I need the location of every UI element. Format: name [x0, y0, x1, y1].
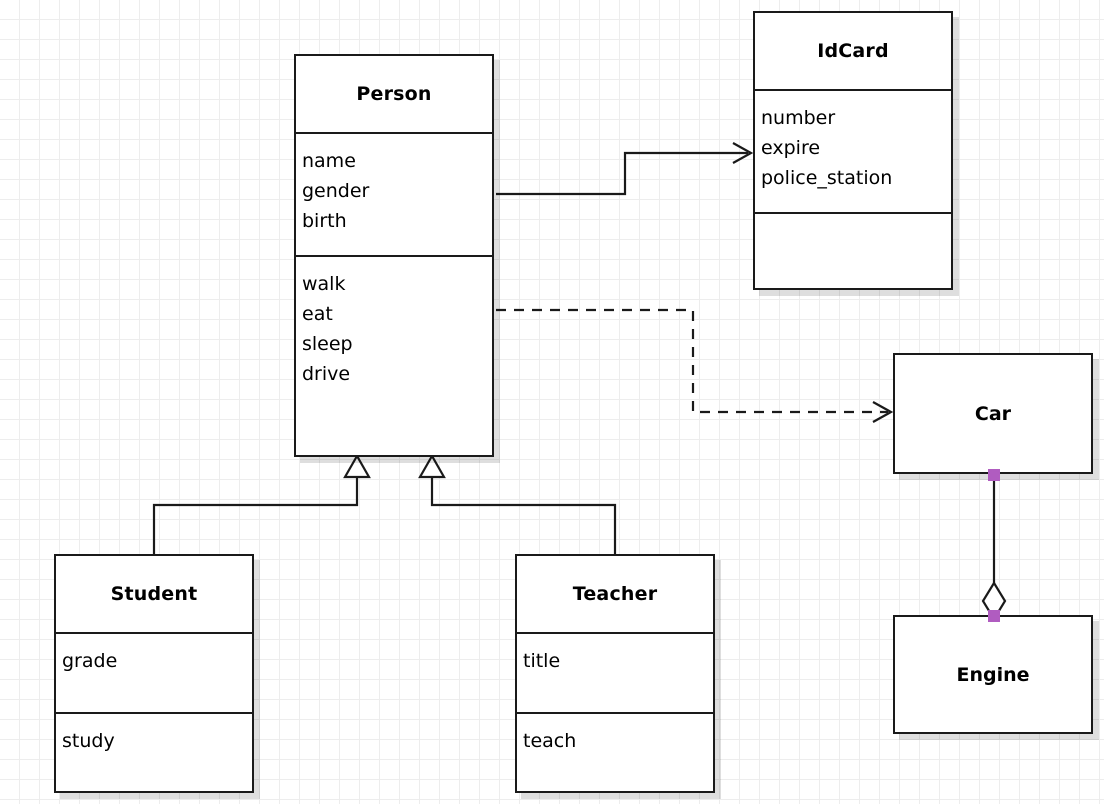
- operations-compartment-teacher: teach: [517, 712, 713, 791]
- operation-item: sleep: [302, 333, 353, 355]
- operation-item: drive: [302, 363, 351, 385]
- class-name-car: Car: [974, 402, 1012, 425]
- hollow-triangle-icon: [418, 453, 446, 479]
- class-box-engine[interactable]: Engine: [893, 615, 1093, 734]
- attributes-compartment-teacher: title: [517, 632, 713, 712]
- open-arrow-icon: [872, 401, 894, 423]
- attributes-compartment-student: grade: [56, 632, 252, 712]
- operation-item: study: [62, 730, 115, 752]
- class-box-person[interactable]: Person name gender birth walk eat sleep …: [294, 54, 494, 457]
- open-arrow-icon: [732, 142, 754, 164]
- class-name-engine: Engine: [956, 663, 1030, 686]
- attributes-compartment-idcard: number expire police_station: [755, 89, 951, 212]
- attribute-item: grade: [62, 650, 118, 672]
- operations-compartment-person: walk eat sleep drive: [296, 255, 492, 455]
- attribute-item: title: [523, 650, 561, 672]
- class-name-teacher: Teacher: [572, 583, 658, 605]
- edge-person-idcard[interactable]: [496, 142, 754, 196]
- operation-item: walk: [302, 273, 346, 295]
- edge-handle-engine-end[interactable]: [988, 610, 1000, 622]
- edge-person-car[interactable]: [496, 308, 894, 423]
- attribute-item: birth: [302, 210, 347, 232]
- attribute-item: expire: [761, 137, 821, 159]
- edge-student-person[interactable]: [152, 453, 371, 556]
- attribute-item: gender: [302, 180, 370, 202]
- class-box-student[interactable]: Student grade study: [54, 554, 254, 793]
- operation-item: eat: [302, 303, 333, 325]
- attributes-compartment-person: name gender birth: [296, 132, 492, 255]
- edge-car-engine[interactable]: [981, 475, 1007, 622]
- attribute-item: name: [302, 150, 356, 172]
- edge-handle-car-end[interactable]: [988, 469, 1000, 481]
- operations-compartment-student: study: [56, 712, 252, 791]
- operations-compartment-idcard: [755, 212, 951, 288]
- class-name-student: Student: [110, 583, 198, 605]
- edge-teacher-person[interactable]: [418, 453, 617, 556]
- class-box-idcard[interactable]: IdCard number expire police_station: [753, 11, 953, 290]
- attribute-item: number: [761, 107, 836, 129]
- operation-item: teach: [523, 730, 577, 752]
- hollow-triangle-icon: [343, 453, 371, 479]
- class-name-person: Person: [356, 83, 432, 105]
- class-box-teacher[interactable]: Teacher title teach: [515, 554, 715, 793]
- class-name-idcard: IdCard: [817, 40, 889, 62]
- class-box-car[interactable]: Car: [893, 353, 1093, 474]
- attribute-item: police_station: [761, 167, 893, 189]
